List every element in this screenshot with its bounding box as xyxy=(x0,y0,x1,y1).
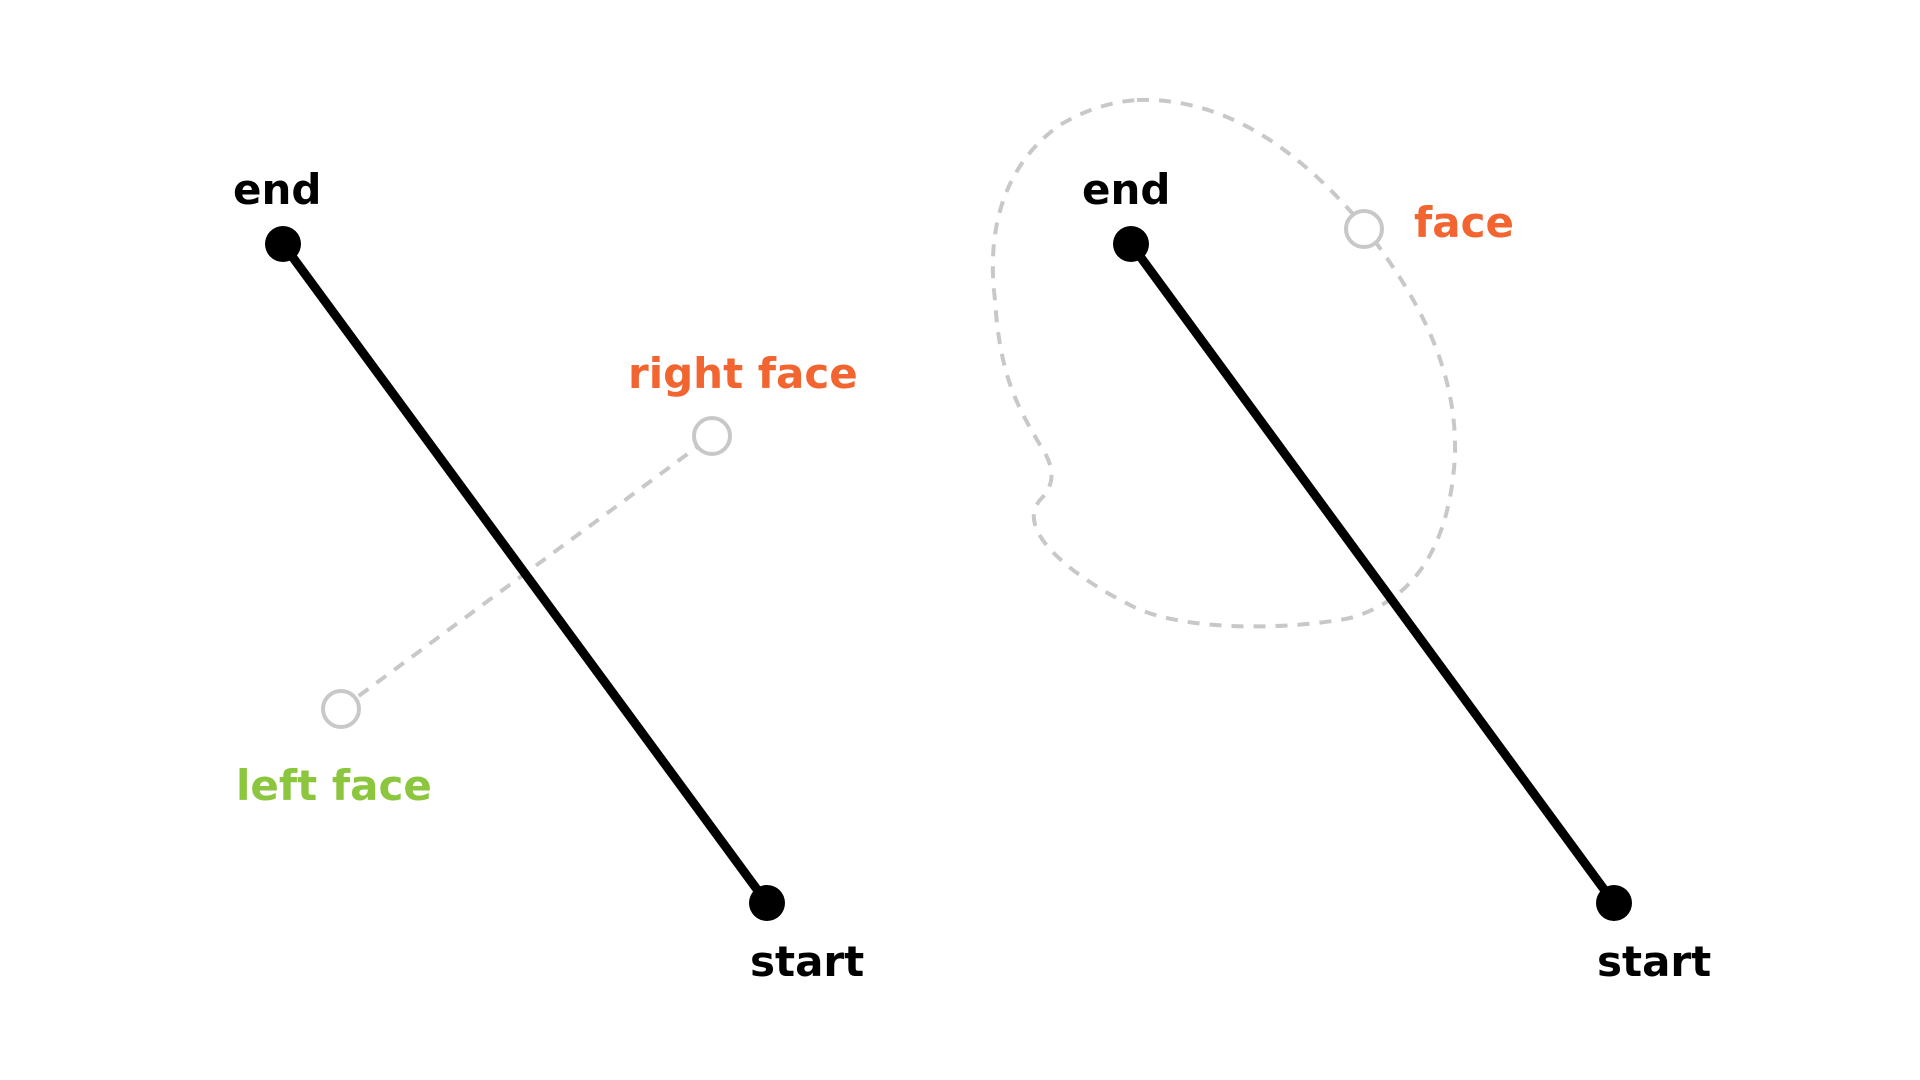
right-face-node xyxy=(692,416,732,456)
left-face-node xyxy=(321,689,361,729)
left-end-label: end xyxy=(233,165,321,214)
left-face-label: left face xyxy=(236,761,432,810)
right-end-node xyxy=(1113,226,1149,262)
right-edge-line xyxy=(1126,239,1619,908)
face-label: face xyxy=(1414,198,1514,247)
right-start-label: start xyxy=(1597,937,1711,986)
left-end-node xyxy=(265,226,301,262)
right-end-label: end xyxy=(1082,165,1170,214)
right-diagram: end start face xyxy=(990,97,1711,986)
left-edge-line xyxy=(278,239,772,908)
left-start-node xyxy=(749,885,785,921)
face-node xyxy=(1344,209,1384,249)
right-start-node xyxy=(1596,885,1632,921)
face-loop-dashed-path xyxy=(990,97,1458,629)
right-face-label: right face xyxy=(628,349,858,398)
left-start-label: start xyxy=(750,937,864,986)
left-diagram: end start right face left face xyxy=(233,165,864,986)
